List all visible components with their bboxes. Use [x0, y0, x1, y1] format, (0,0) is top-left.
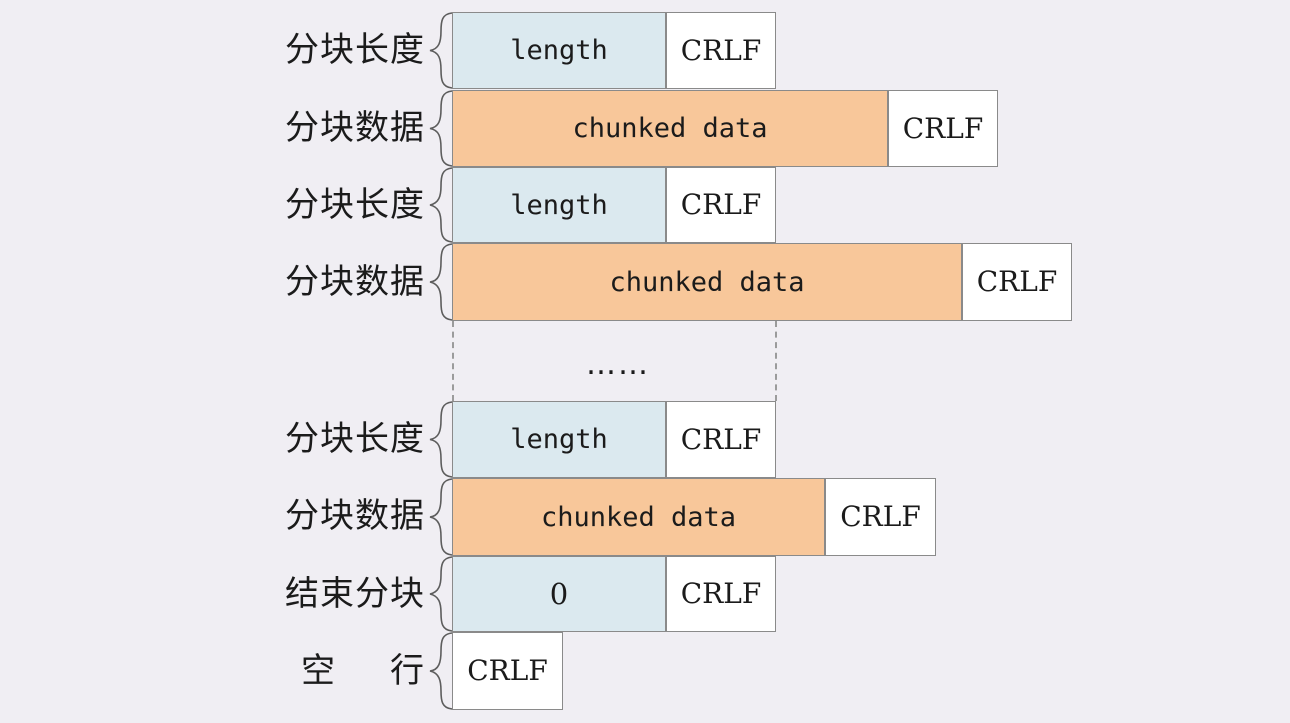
continuation-ellipsis: …… [586, 347, 650, 382]
cell-crlf-2: CRLF [888, 90, 998, 167]
row-label-chunk-length-3: 分块长度 [285, 419, 425, 459]
brace-row-6 [428, 478, 454, 556]
row-label-terminator-chunk: 结束分块 [285, 574, 425, 614]
cell-crlf-5: CRLF [666, 401, 776, 478]
cell-terminator-zero: 0 [452, 556, 666, 632]
brace-row-7 [428, 556, 454, 632]
cell-crlf-8: CRLF [452, 632, 563, 710]
cell-chunked-data-2: chunked data [452, 243, 962, 321]
row-label-chunk-length-1: 分块长度 [285, 30, 425, 70]
row-label-chunk-data-2: 分块数据 [285, 262, 425, 302]
brace-row-1 [428, 12, 454, 89]
cell-length-1: length [452, 12, 666, 89]
continuation-line-left [452, 321, 454, 401]
brace-row-2 [428, 90, 454, 167]
brace-row-3 [428, 167, 454, 243]
row-label-chunk-length-2: 分块长度 [285, 185, 425, 225]
cell-crlf-4: CRLF [962, 243, 1072, 321]
cell-length-2: length [452, 167, 666, 243]
row-label-blank-line-part2: 行 [390, 651, 425, 691]
cell-chunked-data-1: chunked data [452, 90, 888, 167]
cell-chunked-data-3: chunked data [452, 478, 825, 556]
cell-length-3: length [452, 401, 666, 478]
cell-crlf-6: CRLF [825, 478, 936, 556]
cell-crlf-7: CRLF [666, 556, 776, 632]
brace-row-4 [428, 243, 454, 321]
cell-crlf-1: CRLF [666, 12, 776, 89]
brace-row-8 [428, 632, 454, 710]
cell-crlf-3: CRLF [666, 167, 776, 243]
row-label-blank-line-part1: 空 [301, 651, 336, 691]
row-label-chunk-data-3: 分块数据 [285, 496, 425, 536]
brace-row-5 [428, 401, 454, 478]
continuation-line-right [775, 321, 777, 401]
row-label-blank-line: 空行 [240, 654, 425, 688]
row-label-chunk-data-1: 分块数据 [285, 108, 425, 148]
